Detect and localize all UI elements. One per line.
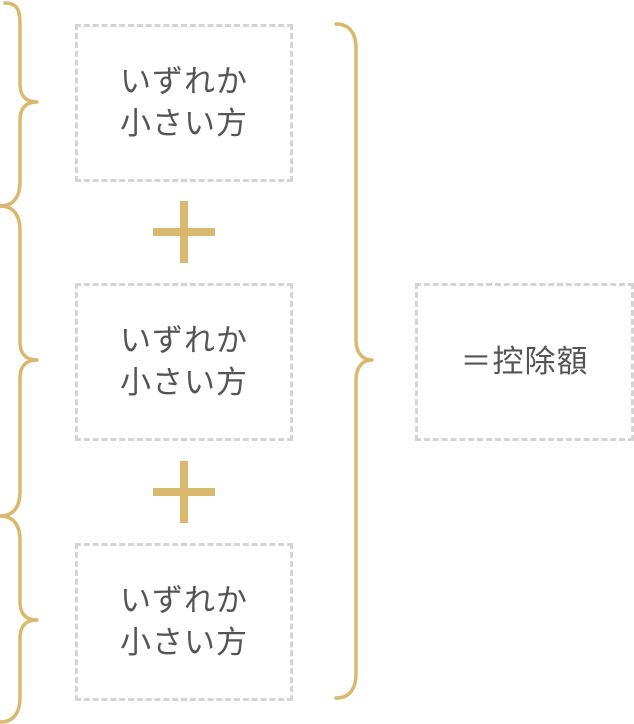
plus-icon-vertical-bar bbox=[180, 461, 188, 523]
term-2-line-1: いずれか bbox=[120, 323, 248, 359]
plus-icon bbox=[153, 201, 215, 263]
result-box: ＝控除額 bbox=[415, 283, 634, 441]
left-brace-top bbox=[0, 1, 39, 208]
term-1-line-1: いずれか bbox=[120, 64, 248, 100]
left-brace-bottom bbox=[0, 514, 39, 724]
term-3-line-2: 小さい方 bbox=[120, 625, 248, 661]
term-1-line-2: 小さい方 bbox=[120, 106, 248, 142]
term-2-line-2: 小さい方 bbox=[120, 365, 248, 401]
term-box-1: いずれか 小さい方 bbox=[75, 24, 293, 182]
right-brace bbox=[334, 22, 374, 700]
result-label: ＝控除額 bbox=[460, 344, 589, 380]
term-3-line-1: いずれか bbox=[120, 583, 248, 619]
plus-icon bbox=[153, 461, 215, 523]
plus-icon-vertical-bar bbox=[180, 201, 188, 263]
left-brace-middle bbox=[0, 204, 39, 518]
term-box-3: いずれか 小さい方 bbox=[75, 543, 293, 701]
term-box-2: いずれか 小さい方 bbox=[75, 283, 293, 441]
